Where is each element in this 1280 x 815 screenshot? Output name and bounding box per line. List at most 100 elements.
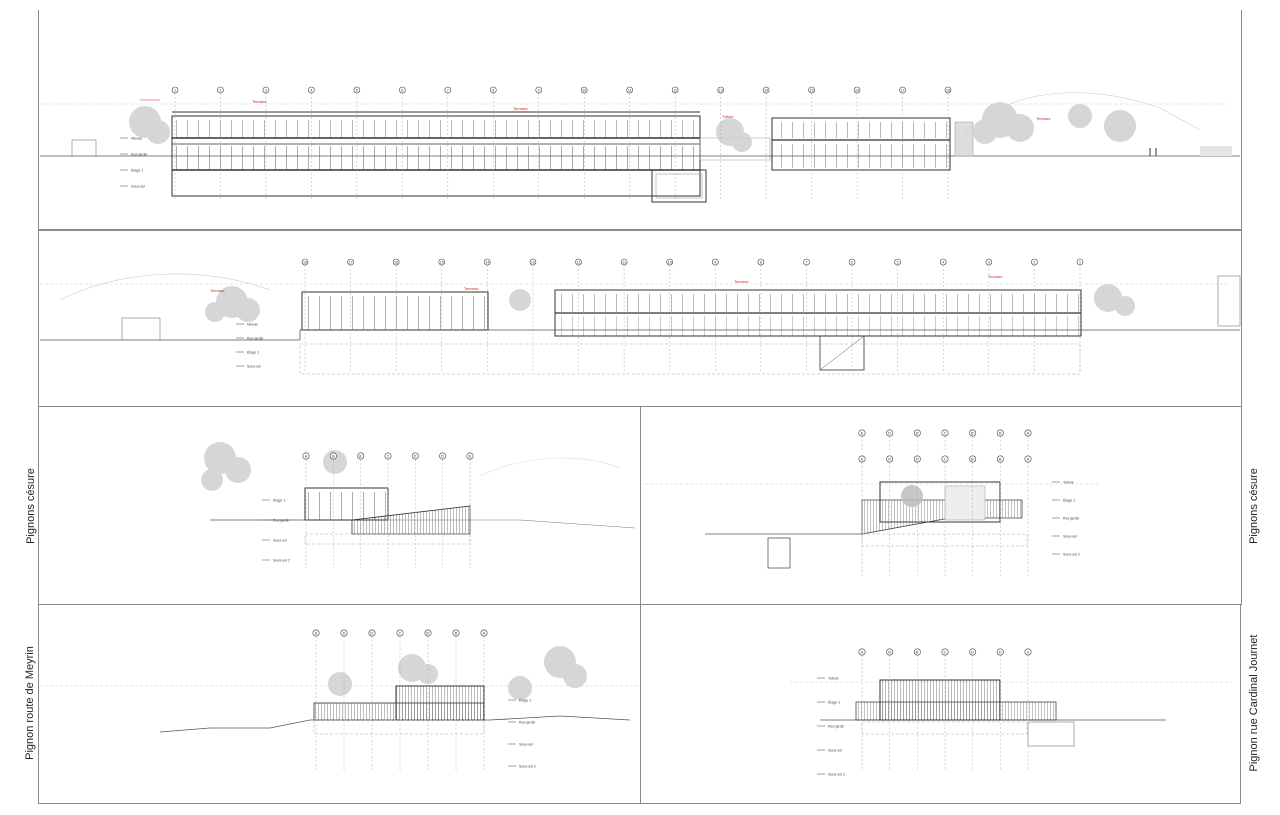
- axis-label: 16: [394, 260, 398, 264]
- axis-bubble: [717, 86, 724, 94]
- axis-bubble: [996, 648, 1004, 656]
- level-label: Sous-sol 2: [1063, 553, 1080, 557]
- axis-label: A: [861, 650, 864, 654]
- level-label: Rez-jardin: [273, 519, 289, 523]
- axis-label: 12: [577, 260, 581, 264]
- top-elevation-panel: [38, 10, 1242, 230]
- level-label: Étage 1: [273, 498, 285, 503]
- red-annotation: Terrasse: [1036, 117, 1051, 121]
- axis-label: D': [414, 454, 418, 458]
- axis-label: B': [426, 631, 430, 635]
- axis-bubble: [1031, 258, 1038, 266]
- axis-label: B': [916, 650, 920, 654]
- axis-bubble: [944, 86, 952, 94]
- axis-label: 16: [855, 88, 859, 92]
- level-label: Toiture: [1063, 481, 1074, 485]
- level-label: Sous-sol: [828, 749, 842, 753]
- axis-label: 13: [531, 260, 535, 264]
- axis-bubble: [969, 455, 977, 463]
- axis-label: 5: [897, 260, 899, 264]
- axis-bubble: [392, 258, 400, 266]
- axis-label: 11: [622, 260, 626, 264]
- axis-bubble: [452, 629, 460, 637]
- axis-bubble: [858, 455, 866, 463]
- axis-bubble: [480, 629, 488, 637]
- axis-label: 6: [401, 88, 403, 92]
- axis-bubble: [762, 86, 770, 94]
- axis-bubble: [671, 86, 679, 94]
- axis-label: A: [483, 631, 486, 635]
- axis-bubble: [1024, 648, 1032, 656]
- axis-bubble: [384, 452, 392, 460]
- level-label: Sous-sol 2: [828, 773, 845, 777]
- axis-label: D: [888, 457, 891, 461]
- axis-label: D: [343, 631, 346, 635]
- axis-label: E: [469, 454, 472, 458]
- axis-label: 7: [447, 88, 449, 92]
- axis-label: C: [387, 454, 390, 458]
- level-label: Niveau: [131, 137, 142, 141]
- axis-label: B: [999, 431, 1002, 435]
- axis-bubble: [894, 258, 901, 266]
- red-annotation: Toiture: [722, 115, 733, 119]
- axis-bubble: [969, 648, 977, 656]
- axis-label: A: [1027, 431, 1030, 435]
- axis-bubble: [535, 86, 543, 94]
- axis-bubble: [312, 629, 320, 637]
- axis-bubble: [858, 648, 866, 656]
- level-label: Sous-sol: [1063, 535, 1077, 539]
- axis-label: 15: [810, 88, 814, 92]
- axis-bubble: [444, 86, 452, 94]
- red-annotation: Terrasse: [513, 107, 528, 111]
- axis-label: 3: [265, 88, 267, 92]
- red-annotation: Terrasse: [210, 289, 225, 293]
- axis-label: D': [916, 457, 920, 461]
- axis-bubble: [489, 86, 497, 94]
- axis-label: 4: [310, 88, 312, 92]
- axis-label: C: [944, 431, 947, 435]
- axis-label: D': [971, 650, 975, 654]
- axis-label: 18: [946, 88, 950, 92]
- axis-bubble: [941, 648, 949, 656]
- red-annotation: Terrasse: [734, 280, 749, 284]
- axis-bubble: [941, 429, 949, 437]
- axis-bubble: [171, 86, 179, 94]
- axis-bubble: [941, 455, 949, 463]
- axis-bubble: [626, 86, 634, 94]
- axis-bubble: [1024, 455, 1032, 463]
- axis-bubble: [886, 455, 894, 463]
- axis-bubble: [340, 629, 348, 637]
- axis-label: D': [370, 631, 374, 635]
- axis-bubble: [1076, 258, 1084, 266]
- axis-bubble: [996, 455, 1004, 463]
- axis-bubble: [996, 429, 1004, 437]
- axis-bubble: [913, 648, 921, 656]
- level-label: Rez-jardin: [519, 721, 535, 725]
- level-label: Rez-jardin: [828, 725, 844, 729]
- axis-bubble: [399, 86, 406, 94]
- axis-label: 9: [714, 260, 716, 264]
- axis-bubble: [575, 258, 582, 266]
- axis-label: 5: [356, 88, 358, 92]
- axis-bubble: [396, 629, 404, 637]
- axis-label: D: [888, 431, 891, 435]
- axis-label: 13: [719, 88, 723, 92]
- level-label: Sous-sol 2: [519, 765, 536, 769]
- axis-label: 10: [668, 260, 672, 264]
- axis-bubble: [757, 258, 765, 266]
- level-label: Étage 1: [1063, 498, 1075, 503]
- journet-lower-volume: [855, 701, 1057, 721]
- axis-bubble: [853, 86, 861, 94]
- axis-bubble: [357, 452, 365, 460]
